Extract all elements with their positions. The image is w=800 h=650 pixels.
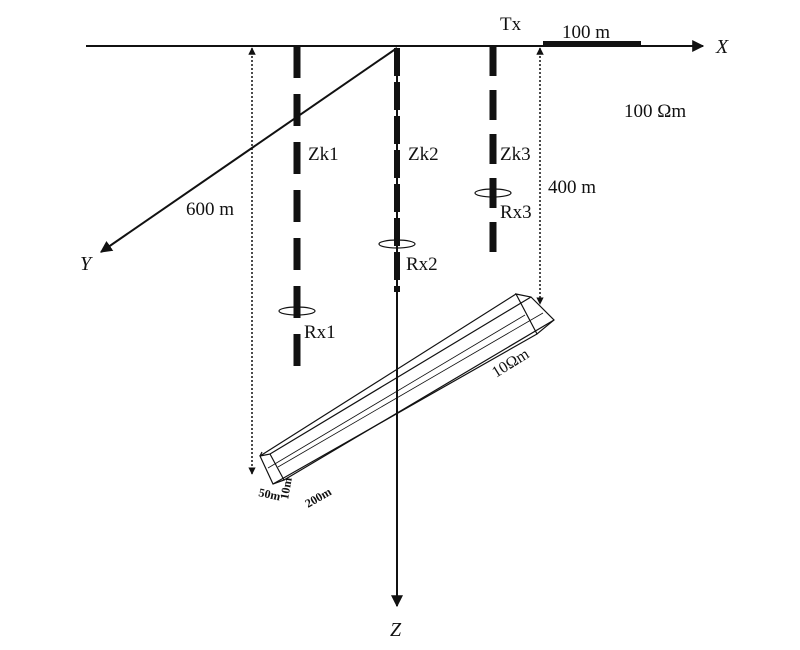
anomaly-width-label: 50m bbox=[257, 485, 281, 503]
anomaly-height-label: 10m bbox=[277, 476, 295, 500]
anomaly-resistivity-label: 10Ωm bbox=[489, 345, 533, 381]
x-axis-label: X bbox=[715, 36, 729, 58]
scale-bar-label: 100 m bbox=[562, 22, 610, 43]
y-axis-line bbox=[100, 47, 398, 253]
borehole-zk2-label: Zk2 bbox=[408, 144, 439, 165]
borehole-zk3-label: Zk3 bbox=[500, 144, 531, 165]
receiver-rx1-coil bbox=[278, 306, 316, 316]
z-axis-label: Z bbox=[390, 619, 402, 641]
tx-label: Tx bbox=[500, 14, 522, 35]
anomaly-length-label: 200m bbox=[303, 484, 334, 510]
background-resistivity-label: 100 Ωm bbox=[624, 101, 686, 122]
depth-right-label: 400 m bbox=[548, 177, 596, 198]
anomaly-prism bbox=[259, 293, 555, 485]
receiver-rx2-coil bbox=[378, 239, 416, 249]
receiver-rx2-label: Rx2 bbox=[406, 254, 438, 275]
borehole-zk1-label: Zk1 bbox=[308, 144, 339, 165]
depth-left-label: 600 m bbox=[186, 199, 234, 220]
receiver-rx3-label: Rx3 bbox=[500, 202, 532, 223]
y-axis-label: Y bbox=[80, 253, 93, 275]
receiver-rx3-coil bbox=[474, 188, 512, 198]
receiver-rx1-label: Rx1 bbox=[304, 322, 336, 343]
